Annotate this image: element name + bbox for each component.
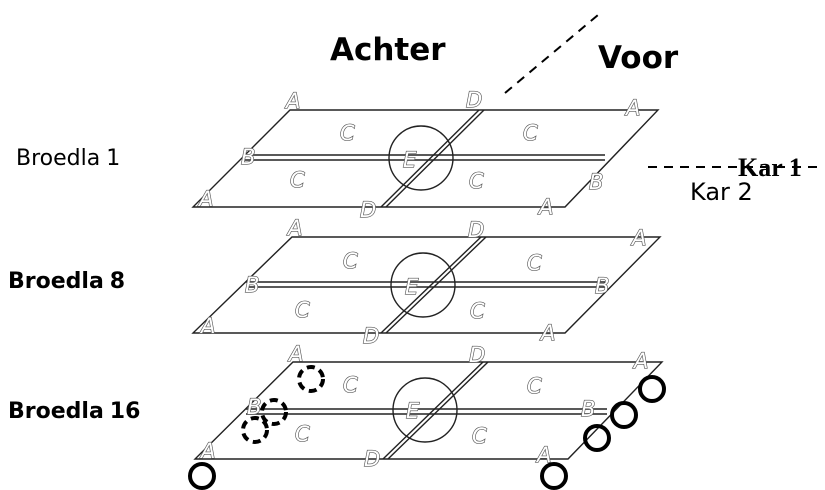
point-a: A [287,342,303,366]
point-c: C [523,121,538,145]
point-c: C [295,422,310,446]
point-a: A [630,226,646,250]
point-b: B [589,170,603,194]
point-c: C [295,298,310,322]
point-a: A [624,96,640,120]
point-c: C [472,424,487,448]
point-c: C [527,251,542,275]
point-d: D [360,198,376,222]
layer-1-frame [191,109,660,208]
solid-circle-marker [540,462,568,490]
point-a: A [539,321,555,345]
point-e: E [406,399,420,423]
solid-circle-marker [583,424,611,452]
point-b: B [241,145,255,169]
solid-circle-marker [638,375,666,403]
point-a: A [535,443,551,467]
point-c: C [470,299,485,323]
point-d: D [469,343,485,367]
point-a: A [537,195,553,219]
dashed-circle-marker [297,365,325,393]
point-c: C [343,249,358,273]
point-a: A [197,187,213,211]
point-a: A [199,314,215,338]
dashed-circle-marker [260,398,288,426]
divider-front-back [504,14,599,94]
point-d: D [363,324,379,348]
point-d: D [364,447,380,471]
point-b: B [581,397,595,421]
label-kar-2: Kar 2 [690,178,753,206]
dashed-circle-marker [241,416,269,444]
point-b: B [245,273,259,297]
point-a: A [199,439,215,463]
point-e: E [405,275,419,299]
point-c: C [527,374,542,398]
layer-8-frame [191,236,662,334]
point-b: B [247,395,261,419]
point-c: C [469,169,484,193]
header-voor: Voor [598,40,679,76]
header-achter: Achter [330,32,446,68]
point-e: E [403,148,417,172]
point-c: C [343,373,358,397]
point-d: D [466,88,482,112]
point-d: D [468,218,484,242]
point-a: A [632,349,648,373]
point-a: A [284,89,300,113]
point-b: B [595,274,609,298]
solid-circle-marker [610,401,638,429]
point-a: A [286,216,302,240]
point-c: C [290,168,305,192]
layer-16-frame [193,361,664,460]
point-c: C [340,121,355,145]
solid-circle-marker [188,462,216,490]
